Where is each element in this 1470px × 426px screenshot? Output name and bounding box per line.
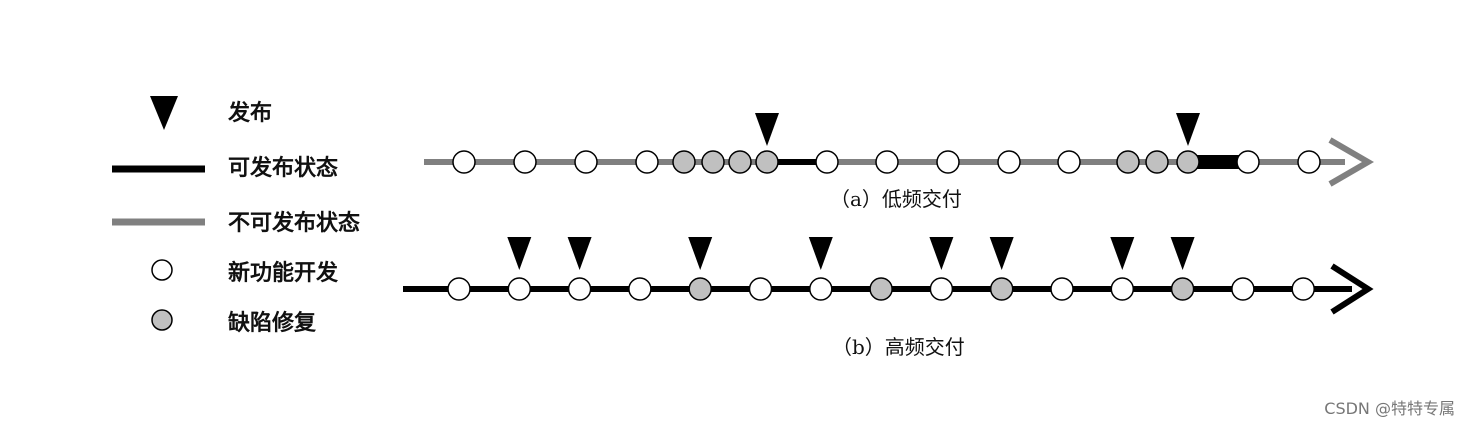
feature-event bbox=[997, 150, 1021, 174]
bug-fix-event bbox=[869, 277, 893, 301]
timeline-low-frequency bbox=[424, 113, 1374, 187]
feature-event bbox=[447, 277, 471, 301]
feature-event bbox=[1297, 150, 1321, 174]
feature-event bbox=[635, 150, 659, 174]
bug-fix-event bbox=[701, 150, 725, 174]
bug-fix-event bbox=[688, 277, 712, 301]
feature-event bbox=[936, 150, 960, 174]
bug-fix-event bbox=[1145, 150, 1169, 174]
bug-fix-event bbox=[1170, 277, 1195, 301]
feature-event bbox=[748, 277, 773, 301]
bug-fix-event bbox=[989, 277, 1014, 301]
feature-event bbox=[929, 277, 954, 301]
feature-event bbox=[1236, 150, 1260, 174]
legend-release-label: 发布 bbox=[227, 100, 272, 126]
bug-fix-event bbox=[1176, 150, 1200, 174]
feature-event bbox=[567, 277, 592, 301]
feature-event bbox=[452, 150, 476, 174]
timeline-low-arrowhead-icon bbox=[1328, 137, 1374, 187]
feature-event bbox=[507, 277, 532, 301]
feature-event bbox=[809, 277, 833, 301]
feature-event bbox=[1110, 277, 1135, 301]
feature-event bbox=[513, 150, 537, 174]
feature-event bbox=[815, 150, 839, 174]
caption-low-frequency: （a）低频交付 bbox=[830, 187, 962, 211]
bug-fix-event bbox=[672, 150, 696, 174]
legend-not-releasable-label: 不可发布状态 bbox=[228, 210, 360, 236]
release-marker-icon bbox=[688, 237, 713, 270]
legend-new-feature-label: 新功能开发 bbox=[228, 260, 339, 286]
timeline-high-frequency bbox=[403, 237, 1374, 315]
feature-event bbox=[1057, 150, 1081, 174]
release-marker-icon bbox=[507, 237, 532, 270]
legend-releasable-label: 可发布状态 bbox=[228, 155, 338, 181]
release-marker-icon bbox=[989, 237, 1014, 270]
watermark: CSDN @特特专属 bbox=[1324, 399, 1455, 418]
feature-event bbox=[628, 277, 652, 301]
legend-bug-fix-circle-icon bbox=[151, 309, 173, 331]
feature-event bbox=[1231, 277, 1255, 301]
release-marker-icon bbox=[755, 113, 779, 146]
feature-event bbox=[1291, 277, 1315, 301]
bug-fix-event bbox=[755, 150, 779, 174]
release-marker-icon bbox=[567, 237, 592, 270]
caption-high-frequency: （b）高频交付 bbox=[832, 335, 965, 359]
feature-event bbox=[875, 150, 899, 174]
release-marker-icon bbox=[1176, 113, 1200, 146]
bug-fix-event bbox=[728, 150, 752, 174]
release-marker-icon bbox=[1110, 237, 1135, 270]
feature-event bbox=[574, 150, 598, 174]
release-marker-icon bbox=[929, 237, 954, 270]
bug-fix-event bbox=[1116, 150, 1140, 174]
timeline-high-arrowhead-icon bbox=[1330, 263, 1374, 315]
release-marker-icon bbox=[808, 237, 833, 270]
legend-bug-fix-label: 缺陷修复 bbox=[228, 310, 317, 336]
feature-event bbox=[1050, 277, 1074, 301]
release-marker-icon bbox=[1170, 237, 1195, 270]
legend-new-feature-circle-icon bbox=[151, 259, 173, 281]
legend-release-marker-icon bbox=[150, 96, 178, 130]
legend: 发布 可发布状态 不可发布状态 新功能开发 缺陷修复 bbox=[112, 96, 360, 336]
